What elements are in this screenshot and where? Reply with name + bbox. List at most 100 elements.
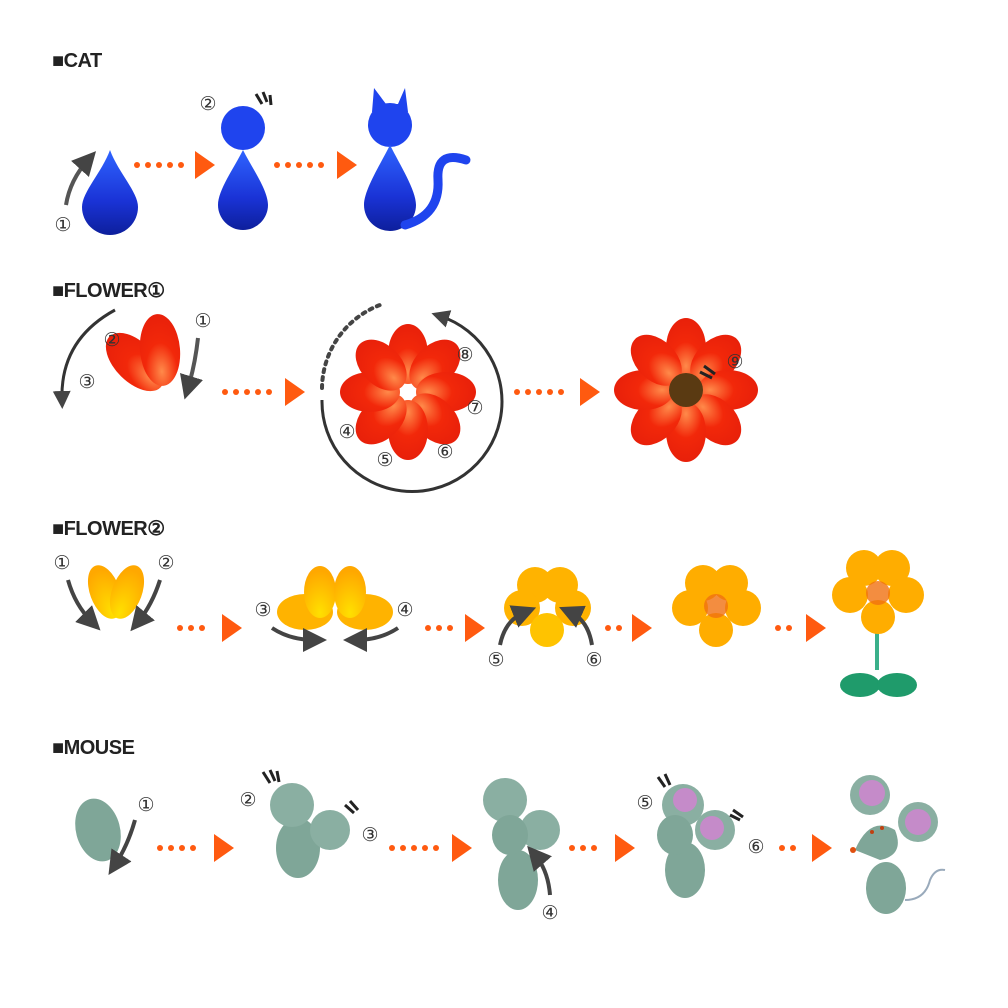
arrow-dot (422, 845, 428, 851)
arrow-dot (134, 162, 140, 168)
arrow-dot (177, 625, 183, 631)
mouse-nose (850, 847, 856, 853)
flower2-step-3: ⑤ ⑥ (487, 567, 603, 671)
arrow-head-icon (214, 834, 234, 862)
arrow-dot (558, 389, 564, 395)
arrow-dot (199, 625, 205, 631)
arrow-head-icon (452, 834, 472, 862)
mouse-step-1: ① (75, 794, 155, 876)
step-number: ④ (541, 902, 558, 924)
arrow-dot (569, 845, 575, 851)
stroke-arrow-icon (180, 337, 203, 400)
arrow-dot (591, 845, 597, 851)
step-number: ⑤ (487, 649, 504, 671)
arrow-dot (433, 845, 439, 851)
arrow-dot (307, 162, 313, 168)
arrow-dot (318, 162, 324, 168)
step-arrow (605, 614, 652, 642)
arrow-dot (400, 845, 406, 851)
arrow-dot (605, 625, 611, 631)
step-number: ⑤ (376, 449, 393, 471)
step-number: ③ (254, 599, 271, 621)
section-title-mouse: ■MOUSE (52, 737, 135, 759)
arrow-dot (168, 845, 174, 851)
arrow-dot (274, 162, 280, 168)
arrow-head-icon (812, 834, 832, 862)
arrow-dot (296, 162, 302, 168)
arrow-dot (188, 625, 194, 631)
leaf (877, 673, 917, 697)
arrow-dot (786, 625, 792, 631)
press-mark-icon (699, 364, 716, 380)
arrow-dot (536, 389, 542, 395)
arrow-dot (190, 845, 196, 851)
arrow-dot (222, 389, 228, 395)
arrow-dot (178, 162, 184, 168)
step-number: ⑥ (585, 649, 602, 671)
rotate-arrow-icon (52, 308, 116, 409)
flower1-step-1: ② ① ③ (52, 308, 212, 409)
step-number: ② (157, 552, 174, 574)
step-number: ① (54, 214, 71, 236)
arrow-head-icon (806, 614, 826, 642)
flower-center (669, 373, 703, 407)
arrow-dot (266, 389, 272, 395)
arrow-head-icon (580, 378, 600, 406)
step-arrow (514, 378, 600, 406)
cat-teardrop (82, 150, 138, 235)
stroke-arrow-icon (64, 151, 97, 206)
arrow-dot (447, 625, 453, 631)
step-arrow (177, 614, 242, 642)
step-number: ③ (361, 824, 378, 846)
step-arrow (274, 151, 357, 179)
arrow-head-icon (615, 834, 635, 862)
step-number: ① (194, 310, 211, 332)
arrow-dot (547, 389, 553, 395)
flower2-step-2: ③ ④ (254, 566, 414, 652)
step-arrow (779, 834, 832, 862)
arrow-dot (233, 389, 239, 395)
step-number: ② (239, 789, 256, 811)
arrow-dot (775, 625, 781, 631)
flower2-step-1: ① ② (53, 552, 175, 632)
arrow-dot (580, 845, 586, 851)
step-number: ④ (396, 599, 413, 621)
step-number: ② (103, 329, 120, 351)
arrow-head-icon (285, 378, 305, 406)
arrow-head-icon (337, 151, 357, 179)
step-number: ⑥ (747, 836, 764, 858)
step-arrow (425, 614, 485, 642)
step-arrow (157, 834, 234, 862)
mouse-tail (904, 868, 946, 901)
step-number: ⑦ (466, 397, 483, 419)
step-number: ① (53, 552, 70, 574)
arrow-head-icon (632, 614, 652, 642)
flower1-final: ⑨ (614, 318, 758, 462)
step-arrow (569, 834, 635, 862)
press-mark-icon (254, 91, 273, 106)
mouse-step-4: ⑤ ⑥ (636, 773, 765, 898)
step-number: ⑧ (456, 344, 473, 366)
progress-arrows (134, 151, 832, 862)
petal (630, 334, 682, 386)
arrow-dot (179, 845, 185, 851)
step-number: ⑤ (636, 792, 653, 814)
section-title-flower1: ■FLOWER① (52, 280, 165, 302)
step-number: ④ (338, 421, 355, 443)
step-number: ① (137, 794, 154, 816)
arrow-head-icon (222, 614, 242, 642)
step-arrow (222, 378, 305, 406)
arrow-dot (255, 389, 261, 395)
flower1-step-2: ⑧ ⑦ ⑥ ⑤ ④ (320, 303, 504, 493)
arrow-dot (157, 845, 163, 851)
cat-tail (400, 153, 471, 230)
step-arrow (134, 151, 215, 179)
mouse-final (850, 775, 946, 914)
step-arrow (775, 614, 826, 642)
arrow-dot (779, 845, 785, 851)
step-number: ⑥ (436, 441, 453, 463)
stem (875, 615, 879, 670)
flower-petals (614, 318, 758, 462)
cat-step-2: ② (199, 91, 273, 230)
